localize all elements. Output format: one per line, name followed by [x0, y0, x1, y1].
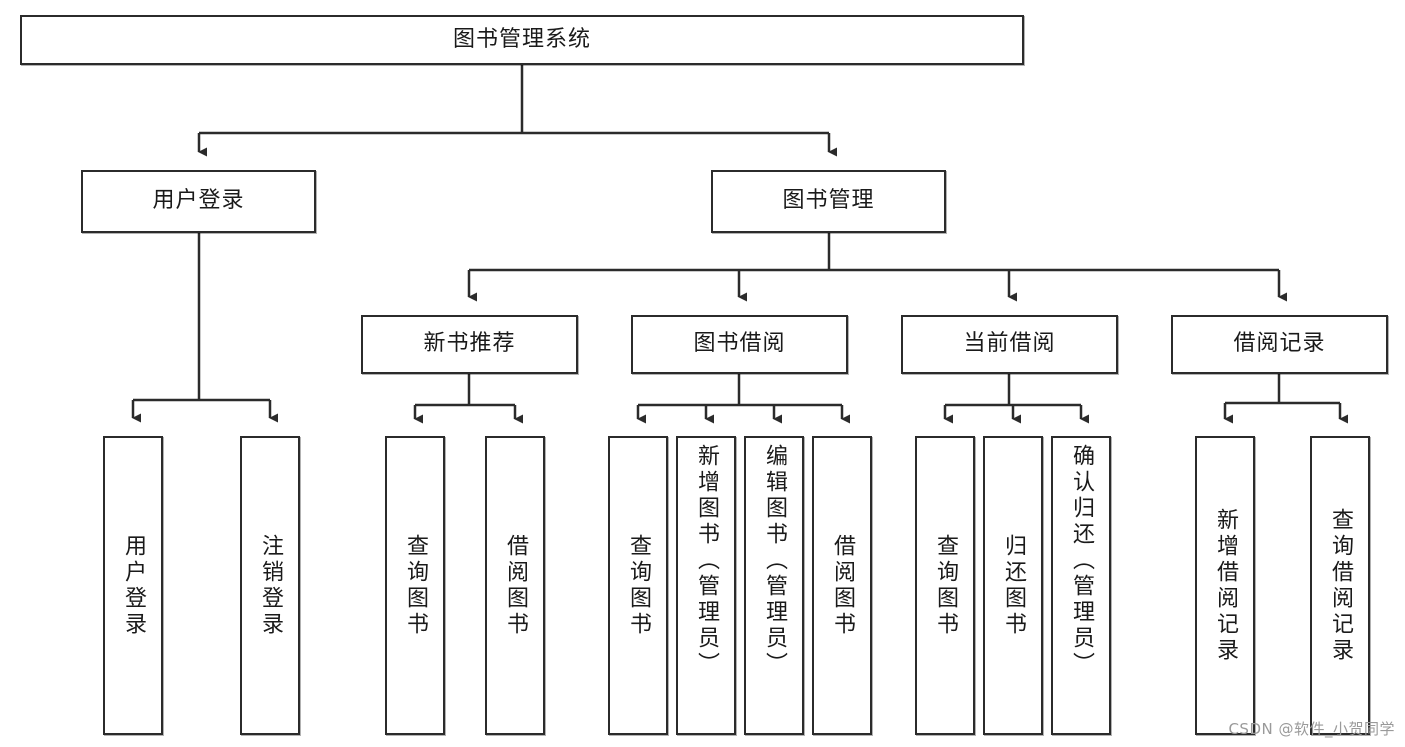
node-current-borrow[interactable]: 当前借阅: [901, 315, 1118, 374]
node-leaf-user-login[interactable]: 用户登录: [103, 436, 163, 735]
node-label: 查询图书: [933, 533, 958, 638]
node-label: 当前借阅: [963, 331, 1056, 357]
node-book-manage[interactable]: 图书管理: [711, 170, 946, 233]
node-leaf-query-book-1[interactable]: 查询图书: [385, 436, 445, 735]
node-label: 用户登录: [121, 533, 146, 638]
node-label: 借阅图书: [503, 533, 528, 638]
node-label: 新增借阅记录: [1213, 507, 1238, 664]
node-label: 借阅记录: [1233, 331, 1326, 357]
node-label: 编辑图书（管理员）: [762, 444, 787, 678]
node-label: 查询图书: [626, 533, 651, 638]
node-user-login[interactable]: 用户登录: [81, 170, 316, 233]
node-label: 借阅图书: [830, 533, 855, 638]
node-leaf-edit-book[interactable]: 编辑图书（管理员）: [744, 436, 804, 735]
node-label: 图书管理系统: [452, 26, 591, 52]
node-label: 新增图书（管理员）: [694, 444, 719, 678]
node-leaf-query-book-2[interactable]: 查询图书: [608, 436, 668, 735]
node-label: 用户登录: [152, 188, 245, 214]
node-borrow-record[interactable]: 借阅记录: [1171, 315, 1388, 374]
node-leaf-logout[interactable]: 注销登录: [240, 436, 300, 735]
node-root-system[interactable]: 图书管理系统: [20, 15, 1024, 65]
node-leaf-query-record[interactable]: 查询借阅记录: [1310, 436, 1370, 735]
node-leaf-borrow-book-1[interactable]: 借阅图书: [485, 436, 545, 735]
node-label: 归还图书: [1001, 533, 1026, 638]
node-label: 确认归还（管理员）: [1069, 444, 1094, 678]
node-label: 图书管理: [782, 188, 875, 214]
node-new-book-rec[interactable]: 新书推荐: [361, 315, 578, 374]
node-label: 查询图书: [403, 533, 428, 638]
node-book-borrow[interactable]: 图书借阅: [631, 315, 848, 374]
node-leaf-confirm-return[interactable]: 确认归还（管理员）: [1051, 436, 1111, 735]
node-label: 新书推荐: [423, 331, 516, 357]
node-leaf-add-book[interactable]: 新增图书（管理员）: [676, 436, 736, 735]
node-leaf-borrow-book-2[interactable]: 借阅图书: [812, 436, 872, 735]
node-label: 图书借阅: [693, 331, 786, 357]
node-label: 查询借阅记录: [1328, 507, 1353, 664]
watermark-text: CSDN @软件_小贺同学: [1228, 720, 1395, 738]
node-leaf-query-book-3[interactable]: 查询图书: [915, 436, 975, 735]
node-leaf-add-record[interactable]: 新增借阅记录: [1195, 436, 1255, 735]
node-label: 注销登录: [258, 533, 283, 638]
node-leaf-return-book[interactable]: 归还图书: [983, 436, 1043, 735]
